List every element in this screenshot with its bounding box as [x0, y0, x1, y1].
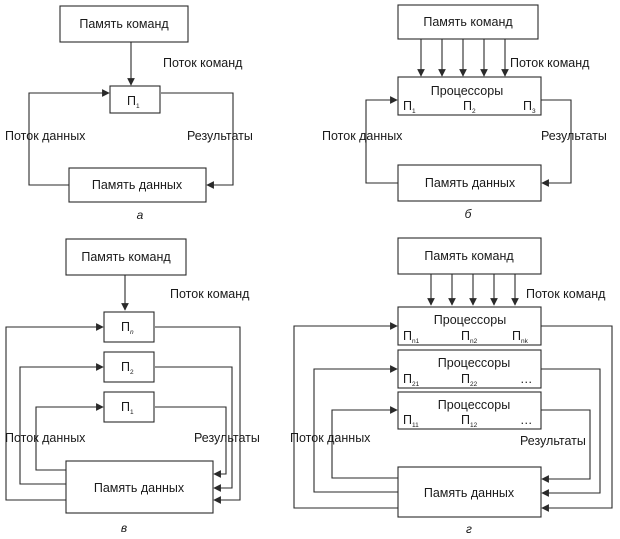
- processor-n-label: Пn: [121, 320, 134, 336]
- caption-v: в: [121, 521, 127, 535]
- processor-label: П1: [127, 94, 140, 110]
- processors-row-n-label: Процессоры: [434, 313, 506, 327]
- data-stream-arrow-1: [35, 403, 104, 471]
- row-1-ellipsis: …: [520, 413, 533, 427]
- processor-box: [109, 85, 161, 114]
- instruction-stream-label: Поток команд: [163, 56, 243, 70]
- processor-2-label: П2: [121, 360, 134, 376]
- results-arrow-2: [155, 366, 233, 492]
- results-arrow-1: [155, 406, 227, 478]
- processors-label: Процессоры: [431, 84, 503, 98]
- data-stream-arrow-2: [19, 363, 104, 485]
- data-stream-arrow: [365, 96, 398, 184]
- results-label: Результаты: [194, 431, 260, 445]
- processor-2-label: П2: [463, 99, 476, 115]
- data-memory-box: [397, 466, 542, 518]
- caption-g: г: [466, 522, 472, 536]
- panel-b: Память команд Поток команд Процессоры П1…: [322, 4, 607, 221]
- data-stream-arrow-1: [331, 406, 398, 479]
- results-arrow-2: [541, 368, 601, 497]
- data-memory-box: [65, 460, 214, 514]
- data-stream-arrow: [28, 89, 110, 186]
- processor-12-label: П12: [461, 413, 478, 429]
- panel-g: Память команд Поток команд Процессоры Пn…: [290, 237, 613, 536]
- results-label: Результаты: [187, 129, 253, 143]
- instruction-memory-label: Память команд: [424, 249, 514, 263]
- processor-22-label: П22: [461, 372, 478, 388]
- processor-2-box: [103, 351, 155, 383]
- data-stream-label: Поток данных: [5, 431, 86, 445]
- data-memory-box: [68, 167, 207, 203]
- processor-nk-label: Пnk: [512, 329, 529, 345]
- instruction-memory-box: [397, 237, 542, 275]
- panel-a: Память команд Поток команд П1 Поток данн…: [5, 5, 253, 222]
- results-label: Результаты: [541, 129, 607, 143]
- data-memory-label: Память данных: [424, 486, 515, 500]
- instruction-stream-label: Поток команд: [170, 287, 250, 301]
- processor-n-box: [103, 311, 155, 343]
- processor-1-box: [103, 391, 155, 423]
- results-arrow-n: [541, 325, 613, 512]
- data-stream-label: Поток данных: [5, 129, 86, 143]
- data-memory-box: [397, 164, 542, 202]
- processors-row-1-label: Процессоры: [438, 398, 510, 412]
- data-memory-label: Память данных: [94, 481, 185, 495]
- data-stream-arrow-n: [293, 322, 398, 509]
- instruction-stream-label: Поток команд: [510, 56, 590, 70]
- instruction-memory-box: [397, 4, 539, 40]
- processor-21-label: П21: [403, 372, 420, 388]
- processor-n1-label: Пn1: [403, 329, 420, 345]
- processor-n2-label: Пn2: [461, 329, 478, 345]
- results-arrow-1: [541, 409, 591, 483]
- results-arrow: [161, 92, 234, 189]
- instruction-memory-box: [65, 238, 187, 276]
- processors-row-2-label: Процессоры: [438, 356, 510, 370]
- data-stream-arrow-2: [313, 365, 398, 493]
- data-stream-arrow-n: [5, 323, 104, 501]
- instruction-stream-label: Поток команд: [526, 287, 606, 301]
- instruction-memory-label: Память команд: [79, 17, 169, 31]
- results-label: Результаты: [520, 434, 586, 448]
- processors-box: [397, 76, 542, 116]
- caption-b: б: [465, 207, 473, 221]
- processor-1-label: П1: [121, 400, 134, 416]
- data-stream-label: Поток данных: [290, 431, 371, 445]
- processors-row-n-box: [397, 306, 542, 346]
- caption-a: а: [137, 208, 144, 222]
- results-arrow: [541, 99, 572, 187]
- data-memory-label: Память данных: [92, 178, 183, 192]
- data-memory-label: Память данных: [425, 176, 516, 190]
- processor-1-label: П1: [403, 99, 416, 115]
- instruction-memory-label: Память команд: [81, 250, 171, 264]
- panel-v: Память команд Поток команд Пn П2 П1 Пото…: [5, 238, 260, 535]
- processors-row-2-box: [397, 349, 542, 389]
- results-arrow-n: [155, 326, 241, 504]
- processor-11-label: П11: [403, 413, 419, 429]
- instruction-memory-box: [59, 5, 189, 43]
- data-stream-label: Поток данных: [322, 129, 403, 143]
- processors-row-1-box: [397, 391, 542, 430]
- processor-3-label: П3: [523, 99, 536, 115]
- row-2-ellipsis: …: [520, 372, 533, 386]
- instruction-memory-label: Память команд: [423, 15, 513, 29]
